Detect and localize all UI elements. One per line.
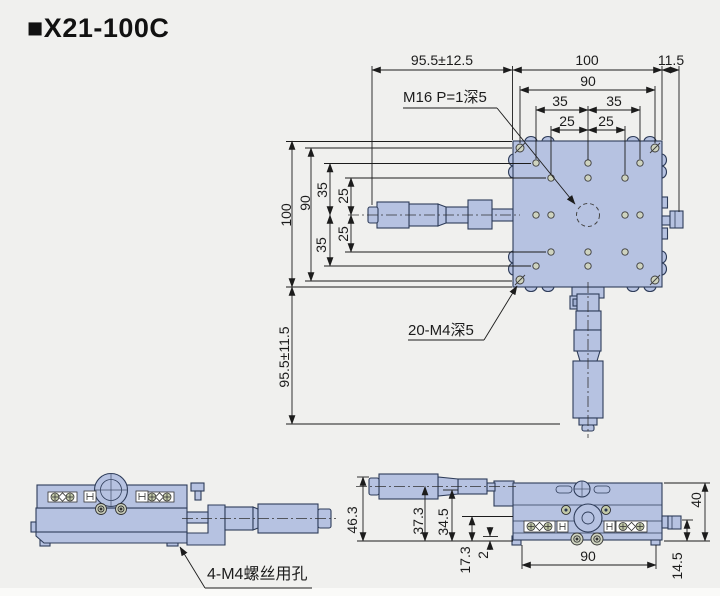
dim-left-travel-height: 95.5±11.5 [276, 326, 292, 388]
dim-top-travel-width: 95.5±12.5 [410, 52, 474, 68]
front-mid-body [35, 507, 188, 533]
side-view-dimensions [357, 476, 710, 569]
mounting-holes [514, 142, 661, 286]
dim-side-axis-height-37-3: 37.3 [410, 507, 426, 535]
side-bottom-screws [570, 532, 604, 546]
dim-side-base-width-90: 90 [580, 548, 596, 564]
callout-m16-center-hole: M16 P=1深5 [403, 89, 487, 106]
dim-top-35-right: 35 [606, 93, 622, 109]
dim-top-25-left: 25 [559, 113, 575, 129]
front-slots [47, 490, 175, 503]
dim-side-knob-offset-14-5: 14.5 [669, 552, 685, 580]
dim-top-knob-11-5: 11.5 [657, 52, 685, 68]
m4-grid-holes [532, 159, 644, 270]
side-center-boss [561, 503, 611, 533]
dim-left-35-top: 35 [314, 182, 330, 198]
side-slots [523, 520, 648, 533]
dim-left-height-90: 90 [297, 195, 313, 211]
dim-top-width-100: 100 [575, 52, 599, 68]
background-strip [0, 588, 720, 596]
dim-left-height-100: 100 [278, 203, 294, 227]
dim-left-25-top: 25 [335, 188, 351, 204]
corner-screws [514, 142, 661, 286]
side-top-knob [555, 480, 611, 498]
dim-top-width-90: 90 [580, 73, 596, 89]
front-view-callout-leader [179, 546, 312, 589]
dim-side-base-gap-2: 2 [475, 551, 491, 559]
m16-center-hole [576, 203, 600, 227]
dim-side-body-height-40: 40 [688, 492, 704, 508]
dim-left-25-bottom: 25 [335, 226, 351, 242]
side-view [368, 473, 682, 546]
dim-top-25-right: 25 [598, 113, 614, 129]
dim-side-total-height-46-3: 46.3 [344, 506, 360, 534]
front-clamp-knob [190, 482, 205, 501]
callout-20-m4-holes: 20-M4深5 [408, 322, 474, 339]
page-title: ■X21-100C [27, 13, 170, 43]
side-right-knob [661, 515, 682, 530]
front-base [35, 531, 188, 544]
front-view [30, 472, 332, 547]
top-view-dimensions [286, 66, 680, 425]
front-screws [95, 503, 127, 515]
center-lines [348, 214, 589, 438]
right-knob [661, 210, 684, 229]
front-left-tab [30, 521, 37, 533]
dim-top-35-left: 35 [552, 93, 568, 109]
dim-side-spindle-height-34-5: 34.5 [435, 508, 451, 536]
front-knob [93, 472, 129, 508]
dim-side-table-height-17-3: 17.3 [457, 546, 473, 574]
callout-4-m4-base-holes: 4-M4螺丝用孔 [207, 566, 308, 583]
dim-left-35-bottom: 35 [313, 237, 329, 253]
